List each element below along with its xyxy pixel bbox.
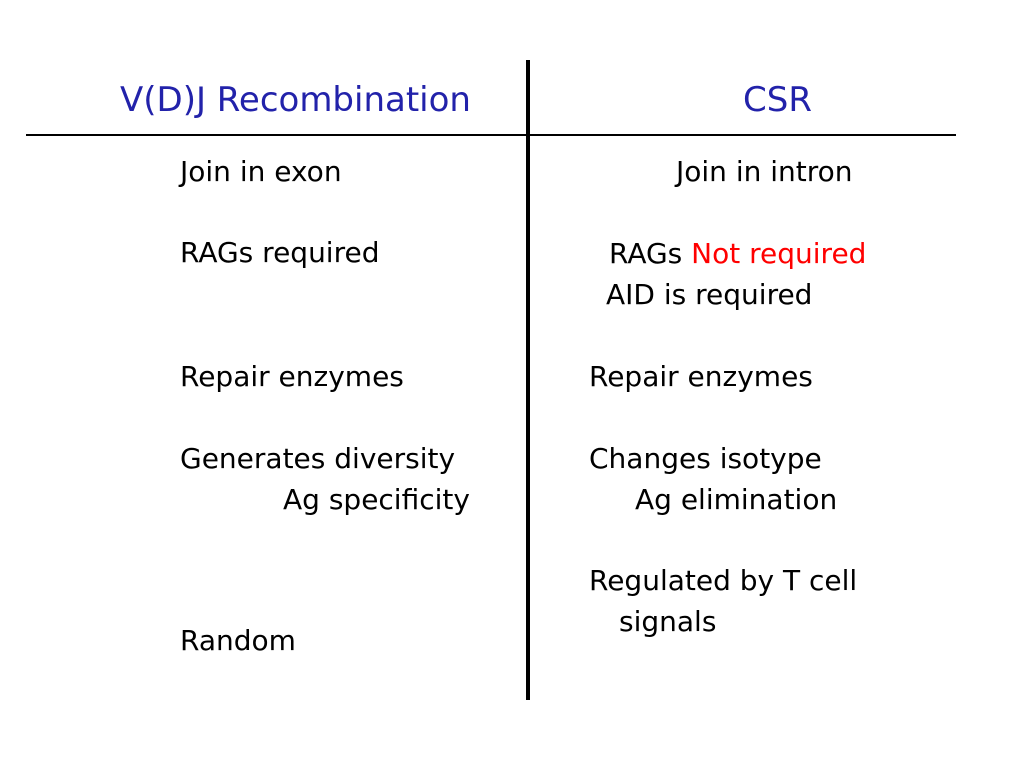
right-rags-prefix: RAGs <box>609 237 692 270</box>
right-rags-not-required: Not required <box>691 237 867 270</box>
heading-csr: CSR <box>743 80 812 120</box>
heading-vdj-recombination: V(D)J Recombination <box>120 80 471 120</box>
left-join: Join in exon <box>180 155 342 188</box>
right-aid: AID is required <box>606 278 813 311</box>
right-ag: Ag elimination <box>635 483 838 516</box>
right-join: Join in intron <box>676 155 853 188</box>
left-repair: Repair enzymes <box>180 360 404 393</box>
right-repair: Repair enzymes <box>589 360 813 393</box>
vertical-divider <box>526 60 530 700</box>
left-ag: Ag specificity <box>283 483 470 516</box>
left-generates: Generates diversity <box>180 442 456 475</box>
left-rags: RAGs required <box>180 236 380 269</box>
right-regulated: Regulated by T cell <box>589 564 858 597</box>
left-random: Random <box>180 624 296 657</box>
right-signals: signals <box>619 605 717 638</box>
right-changes: Changes isotype <box>589 442 822 475</box>
horizontal-divider <box>26 134 956 136</box>
right-rags: RAGs Not required <box>609 236 866 272</box>
